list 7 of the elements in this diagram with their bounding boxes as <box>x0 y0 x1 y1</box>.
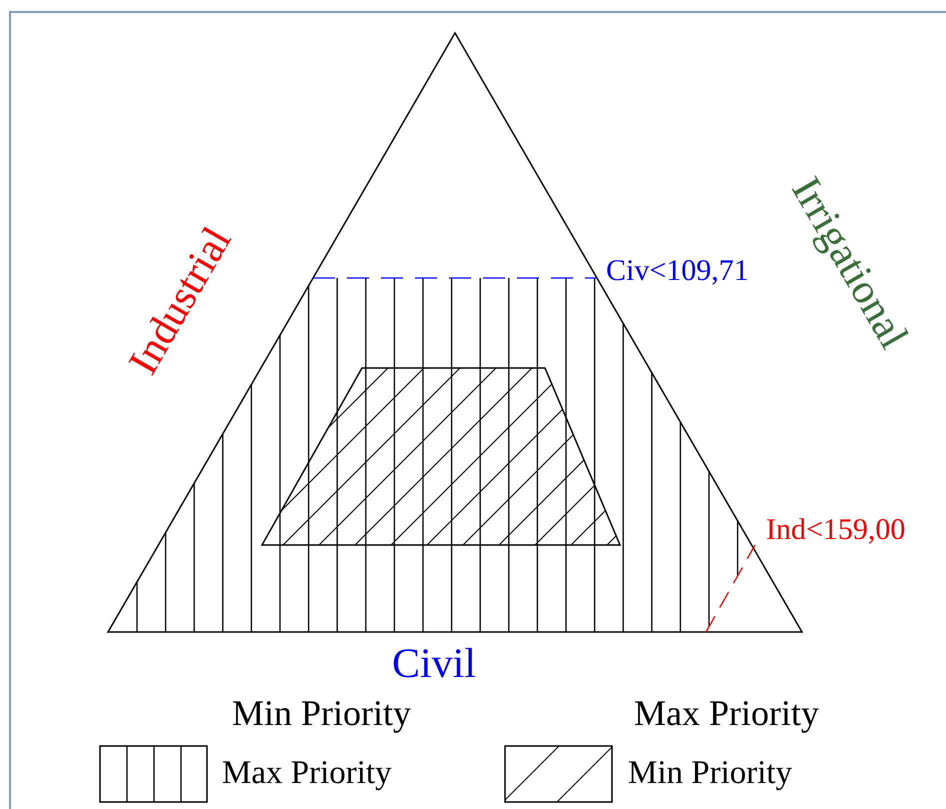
legend-heading: Max Priority <box>634 695 819 731</box>
threshold-label: Civ<109,71 <box>606 256 749 286</box>
threshold-label: Ind<159,00 <box>766 515 906 545</box>
axis-title: Civil <box>392 643 476 685</box>
legend-label: Min Priority <box>628 757 792 790</box>
legend-label: Max Priority <box>222 757 392 790</box>
legend-heading: Min Priority <box>232 695 412 731</box>
